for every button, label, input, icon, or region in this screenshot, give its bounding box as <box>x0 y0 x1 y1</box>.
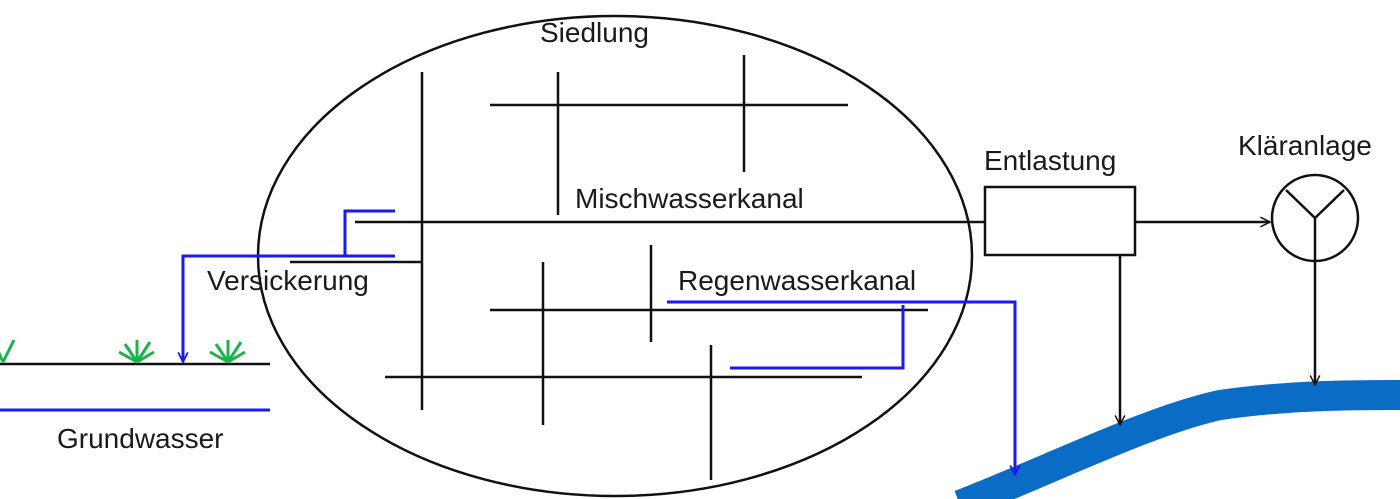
storm-sewer-branch <box>730 305 905 370</box>
label-overflow: Entlastung <box>984 145 1116 176</box>
river <box>954 380 1400 499</box>
overflow-structure <box>983 185 1137 257</box>
label-combined-sewer: Mischwasserkanal <box>575 183 804 214</box>
label-treatment-plant: Kläranlage <box>1238 130 1372 161</box>
infiltration-flow-arrow-main <box>183 254 395 362</box>
label-groundwater: Grundwasser <box>57 423 224 454</box>
sewer-network <box>290 55 985 480</box>
label-storm-sewer: Regenwasserkanal <box>678 265 916 296</box>
treatment-plant-icon <box>1270 173 1360 263</box>
label-infiltration: Versickerung <box>207 265 369 296</box>
label-settlement: Siedlung <box>540 17 649 48</box>
storm-sewer-flow-arrow <box>667 300 1015 475</box>
plant-icon <box>0 339 246 364</box>
infiltration-flow-arrow <box>343 209 395 256</box>
